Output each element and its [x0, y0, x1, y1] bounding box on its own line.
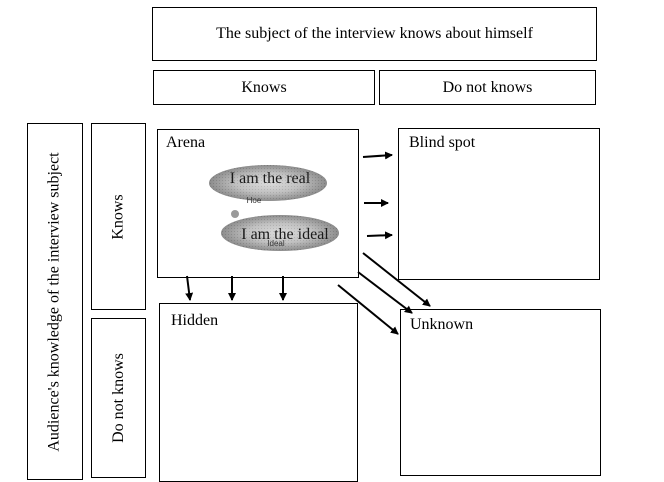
quadrant-arena-label: Arena [166, 134, 206, 151]
row-header-knows: Knows [91, 123, 146, 310]
arrow-to-unknown-3 [337, 284, 399, 335]
bubble-real-self: I am the real Hoe [209, 165, 327, 205]
column-header-knows: Knows [153, 70, 375, 105]
quadrant-arena: Arena [157, 129, 359, 278]
arrow-to-blind-spot-1 [362, 151, 393, 160]
quadrant-unknown-label: Unknown [410, 316, 474, 333]
row-header-do-not-knows: Do not knows [91, 318, 146, 478]
arrow-to-unknown-1 [362, 252, 431, 307]
bubble-ideal-self: I am the ideal Ideal [221, 215, 339, 251]
bubble-ideal-self-subtext: Ideal [267, 239, 285, 248]
column-header-knows-label: Knows [241, 78, 287, 96]
arrow-to-hidden-1 [185, 275, 194, 301]
bubble-real-self-text: I am the real [230, 170, 311, 187]
column-header-do-not-knows: Do not knows [379, 70, 596, 105]
quadrant-blind-spot-label: Blind spot [409, 134, 476, 151]
quadrant-blind-spot: Blind spot [398, 128, 600, 280]
side-axis-box: Audience's knowledge of the interview su… [27, 123, 83, 480]
column-header-do-not-knows-label: Do not knows [442, 78, 533, 96]
header-text: The subject of the interview knows about… [216, 25, 533, 42]
header-box: The subject of the interview knows about… [152, 7, 597, 61]
arrow-to-blind-spot-3 [366, 231, 393, 240]
arrow-to-unknown-2 [357, 271, 413, 314]
connector-dot [231, 210, 239, 218]
bubble-real-self-subtext: Hoe [247, 196, 262, 205]
quadrant-unknown: Unknown [400, 309, 601, 476]
bubble-ideal-self-text: I am the ideal [241, 226, 329, 243]
quadrant-hidden-label: Hidden [171, 312, 219, 329]
